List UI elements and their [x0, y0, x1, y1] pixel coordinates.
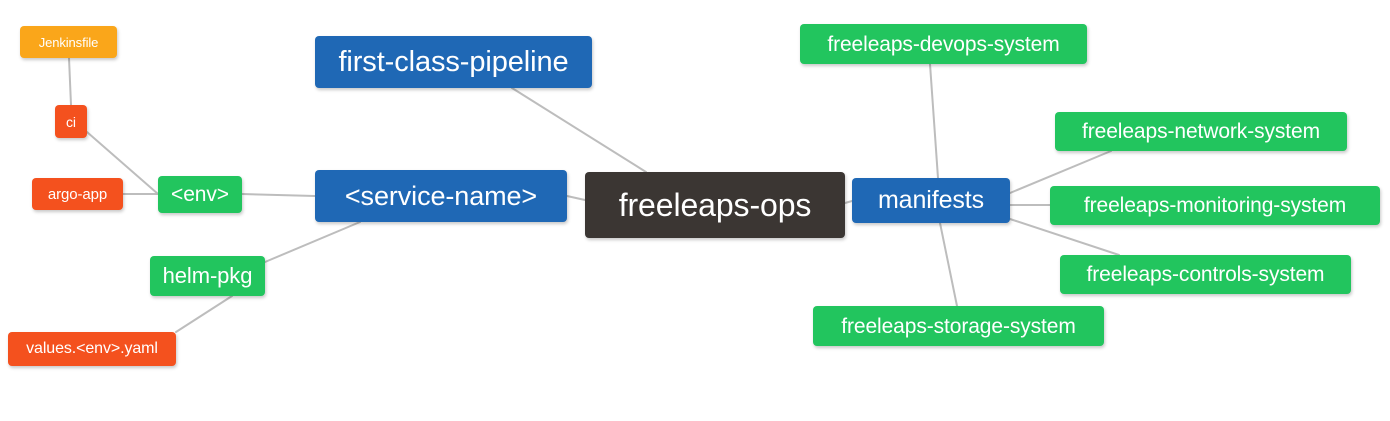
- node-env[interactable]: <env>: [158, 176, 242, 213]
- node-label-env: <env>: [171, 183, 229, 206]
- node-freeleaps-network-system[interactable]: freeleaps-network-system: [1055, 112, 1347, 151]
- node-label-freeleaps-network-system: freeleaps-network-system: [1081, 120, 1320, 143]
- node-label-first-class-pipeline: first-class-pipeline: [338, 45, 569, 78]
- node-ci[interactable]: ci: [55, 105, 87, 138]
- node-freeleaps-monitoring-system[interactable]: freeleaps-monitoring-system: [1050, 186, 1380, 225]
- node-label-helm-pkg: helm-pkg: [162, 263, 253, 288]
- node-label-values-yaml: values.<env>.yaml: [26, 340, 158, 357]
- node-service-name[interactable]: <service-name>: [315, 170, 567, 222]
- node-freeleaps-ops[interactable]: freeleaps-ops: [585, 172, 845, 238]
- node-manifests[interactable]: manifests: [852, 178, 1010, 223]
- node-freeleaps-devops-system[interactable]: freeleaps-devops-system: [800, 24, 1087, 64]
- node-freeleaps-controls-system[interactable]: freeleaps-controls-system: [1060, 255, 1351, 294]
- node-label-service-name: <service-name>: [344, 180, 538, 211]
- node-helm-pkg[interactable]: helm-pkg: [150, 256, 265, 296]
- node-first-class-pipeline[interactable]: first-class-pipeline: [315, 36, 592, 88]
- node-label-ci: ci: [66, 113, 76, 130]
- node-jenkinsfile[interactable]: Jenkinsfile: [20, 26, 117, 58]
- node-values-yaml[interactable]: values.<env>.yaml: [8, 332, 176, 366]
- node-label-manifests: manifests: [877, 186, 985, 214]
- node-label-freeleaps-monitoring-system: freeleaps-monitoring-system: [1083, 194, 1347, 217]
- node-label-jenkinsfile: Jenkinsfile: [38, 34, 99, 50]
- node-label-freeleaps-storage-system: freeleaps-storage-system: [841, 314, 1076, 338]
- node-freeleaps-storage-system[interactable]: freeleaps-storage-system: [813, 306, 1104, 346]
- node-label-freeleaps-devops-system: freeleaps-devops-system: [827, 32, 1060, 56]
- node-label-freeleaps-ops: freeleaps-ops: [618, 187, 812, 223]
- node-argo-app[interactable]: argo-app: [32, 178, 123, 210]
- node-label-argo-app: argo-app: [47, 185, 108, 203]
- node-label-freeleaps-controls-system: freeleaps-controls-system: [1086, 263, 1325, 286]
